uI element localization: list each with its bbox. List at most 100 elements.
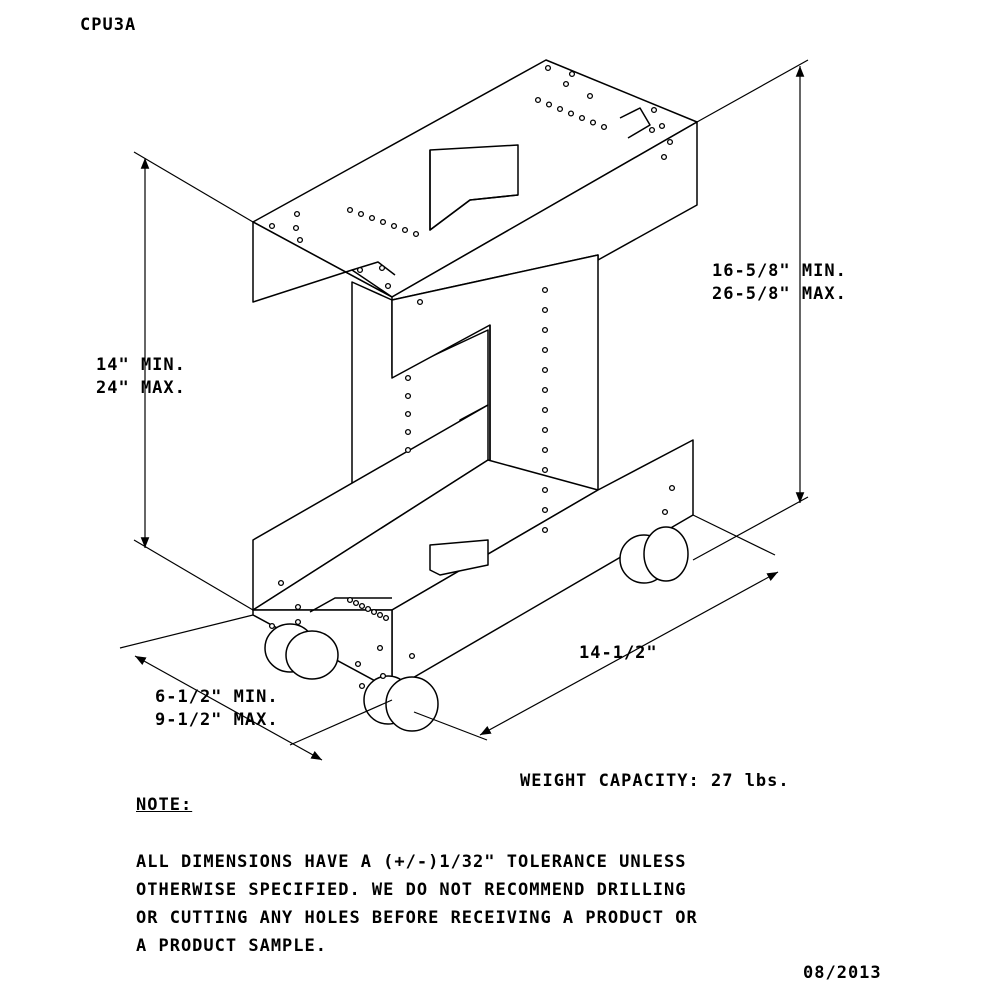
left-height-min: 14" MIN. [96,355,186,375]
mounting-hole [568,70,576,78]
left-height-max: 24" MAX. [96,378,186,398]
left-height-label: 14" MIN. 24" MAX. [96,354,186,400]
mounting-hole [357,210,365,218]
mounting-hole [544,64,552,72]
mounting-hole [600,123,608,131]
mounting-hole [376,644,384,652]
mounting-hole [541,306,549,314]
mounting-hole [370,608,378,616]
width-label: 14-1/2" [579,643,658,663]
mounting-hole [358,682,366,690]
mounting-hole [390,222,398,230]
mounting-hole [541,506,549,514]
mounting-hole [541,426,549,434]
mounting-hole [541,486,549,494]
mounting-hole [378,264,386,272]
mounting-hole [650,106,658,114]
mounting-hole [562,80,570,88]
mounting-hole [293,210,301,218]
width-ext-right [693,515,775,555]
mounting-hole [534,96,542,104]
left-height-ext-bottom [134,540,253,610]
note-title: NOTE: [136,795,193,815]
mounting-hole [668,484,676,492]
right-height-min: 16-5/8" MIN. [712,261,847,281]
mounting-hole [379,672,387,680]
mounting-hole [666,138,674,146]
mounting-hole [658,122,666,130]
mounting-hole [416,298,424,306]
depth-dimension [135,656,322,760]
mounting-hole [376,611,384,619]
mounting-hole [404,428,412,436]
mounting-hole [589,119,597,126]
mounting-hole [296,236,304,244]
mounting-hole [404,446,412,454]
mounting-hole [364,605,372,613]
note-line: ALL DIMENSIONS HAVE A (+/-)1/32" TOLERAN… [136,852,687,872]
width-dimension [480,572,778,735]
mounting-hole [541,406,549,414]
note-body: ALL DIMENSIONS HAVE A (+/-)1/32" TOLERAN… [136,848,698,960]
depth-ext-right [290,700,392,745]
mounting-hole [368,214,376,222]
bottom-bracket-tab [310,598,392,612]
mounting-hole [358,602,366,610]
weight-capacity: WEIGHT CAPACITY: 27 lbs. [520,771,790,791]
width-ext-left [414,712,487,740]
depth-label: 6-1/2" MIN. 9-1/2" MAX. [155,686,279,732]
mounting-hole [541,466,549,474]
right-height-max: 26-5/8" MAX. [712,284,847,304]
mounting-hole [541,366,549,374]
mounting-hole [661,508,669,516]
right-height-ext-bottom [693,497,808,560]
mounting-hole [412,230,420,238]
mounting-hole [545,101,553,108]
model-number: CPU3A [80,15,137,35]
mounting-hole [408,652,416,660]
depth-min: 6-1/2" MIN. [155,687,279,707]
mounting-hole [346,206,354,214]
mounting-hole [586,92,594,100]
mounting-hole [541,286,549,294]
right-height-label: 16-5/8" MIN. 26-5/8" MAX. [712,260,847,306]
mounting-hole [541,346,549,354]
note-line: A PRODUCT SAMPLE. [136,936,327,956]
mounting-hole [404,392,412,400]
mounting-hole [294,618,302,626]
mounting-hole [541,526,549,534]
mounting-hole [648,126,656,134]
mounting-hole [567,110,575,117]
depth-max: 9-1/2" MAX. [155,710,279,730]
mounting-hole [356,266,364,274]
mounting-hole [578,114,586,122]
mounting-hole [346,596,354,604]
mounting-hole [382,614,390,622]
mounting-hole [384,282,392,290]
mounting-hole [541,326,549,334]
mounting-hole [404,374,412,382]
note-line: OTHERWISE SPECIFIED. WE DO NOT RECOMMEND… [136,880,687,900]
mounting-hole [354,660,362,668]
mounting-hole [660,153,668,161]
mounting-hole [556,105,564,113]
mounting-hole [268,222,276,230]
mounting-hole [268,622,276,630]
note-line: OR CUTTING ANY HOLES BEFORE RECEIVING A … [136,908,698,928]
right-height-ext-top [697,60,808,122]
top-bracket-notch-edge [430,150,518,230]
revision-date: 08/2013 [803,963,882,983]
mounting-holes [268,64,676,690]
mounting-hole [541,386,549,394]
mounting-hole [294,603,302,611]
mounting-hole [379,218,387,226]
depth-ext-left [120,615,253,648]
mounting-hole [404,410,412,418]
left-height-ext-top [134,152,253,222]
bottom-bracket-notch [430,540,488,575]
mounting-hole [292,224,300,232]
top-bracket-inner-edge [620,108,650,138]
caster-front-right [363,675,439,732]
mounting-hole [401,226,409,234]
mounting-hole [352,599,360,607]
